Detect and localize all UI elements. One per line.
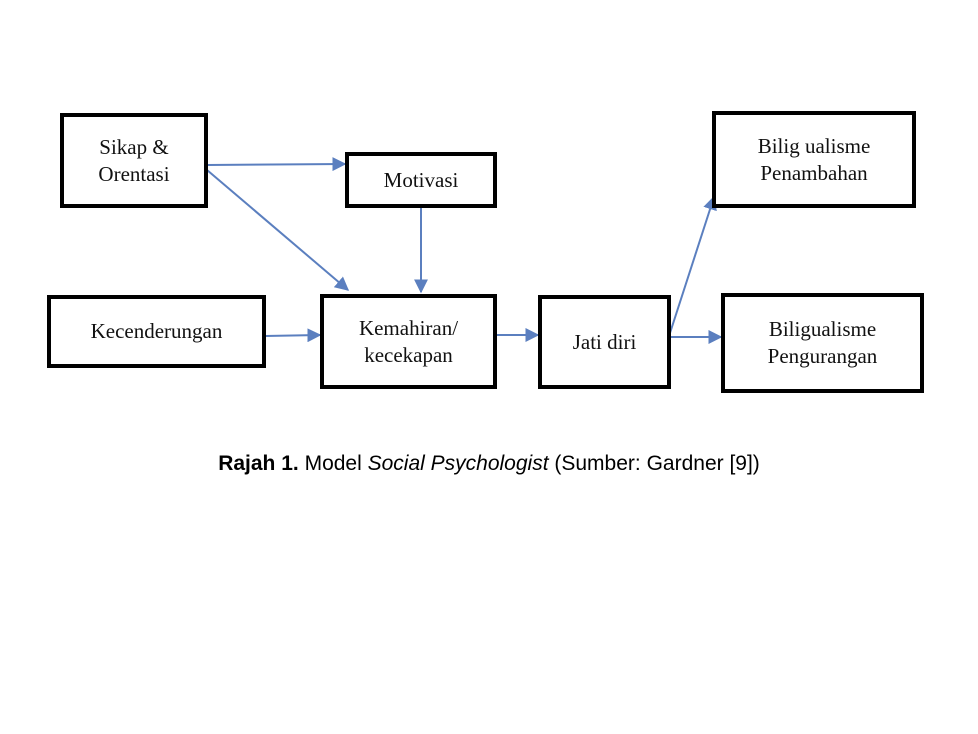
node-kecenderungan: Kecenderungan xyxy=(47,295,266,368)
arrow-sikap-to-kemahiran xyxy=(206,169,350,291)
node-kemahiran-line1: Kemahiran/ xyxy=(358,315,459,340)
node-kecenderungan-line1: Kecenderungan xyxy=(90,319,223,343)
node-bil-tambah-line2: Penambahan xyxy=(760,160,868,185)
node-biligualisme-pengurangan: Biligualisme Pengurangan xyxy=(721,293,924,393)
node-sikap-line2: Orentasi xyxy=(98,161,170,186)
node-biligualisme-penambahan: Bilig ualisme Penambahan xyxy=(712,111,916,208)
node-bil-tambah-line1: Bilig ualisme xyxy=(757,133,871,158)
caption-italic: Social Psychologist xyxy=(367,452,549,475)
node-bil-kurang-line2: Pengurangan xyxy=(767,344,878,368)
node-kemahiran: Kemahiran/ kecekapan xyxy=(320,294,497,389)
node-kemahiran-line2: kecekapan xyxy=(364,342,453,367)
node-motivasi: Motivasi xyxy=(345,152,497,208)
caption-text-after: (Sumber: Gardner [9]) xyxy=(548,452,760,475)
node-sikap-orentasi: Sikap & Orentasi xyxy=(60,113,208,208)
node-bil-kurang-line1: Biligualisme xyxy=(768,317,877,341)
node-jati-diri: Jati diri xyxy=(538,295,671,389)
node-jatidiri-line1: Jati diri xyxy=(572,329,637,354)
arrow-kecenderungan-to-kemahiran xyxy=(264,328,322,343)
caption-label: Rajah 1. xyxy=(218,452,299,475)
caption-text-before: Model xyxy=(298,452,368,475)
figure-caption: Rajah 1. Model Social Psychologist (Sumb… xyxy=(0,452,978,476)
node-sikap-line1: Sikap & xyxy=(99,134,169,159)
arrow-sikap-to-motivasi xyxy=(206,157,347,172)
node-motivasi-line1: Motivasi xyxy=(383,167,459,192)
arrow-jatidiri-to-bil-tambah xyxy=(669,195,717,334)
